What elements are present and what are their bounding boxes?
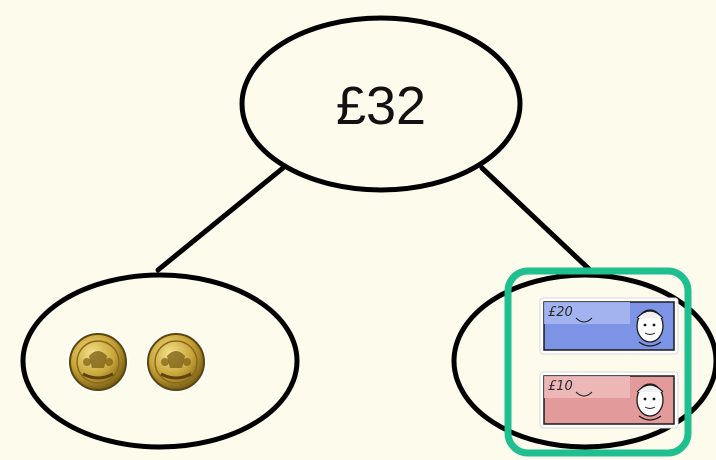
note-20-label: £20 xyxy=(548,305,573,320)
part-oval-right[interactable]: £20 £10 xyxy=(451,272,716,450)
twenty-pound-note-icon: £20 xyxy=(539,297,679,355)
connector-line-left xyxy=(155,165,286,273)
connector-line-right xyxy=(479,165,593,273)
part-oval-left[interactable] xyxy=(20,272,300,450)
whole-oval: £32 xyxy=(239,15,523,193)
note-10-label: £10 xyxy=(548,379,573,394)
pound-coin-icon xyxy=(67,331,129,393)
ten-pound-note-icon: £10 xyxy=(539,371,679,429)
selection-highlight xyxy=(504,267,692,457)
pound-coin-icon xyxy=(145,331,207,393)
whole-value: £32 xyxy=(336,76,426,136)
